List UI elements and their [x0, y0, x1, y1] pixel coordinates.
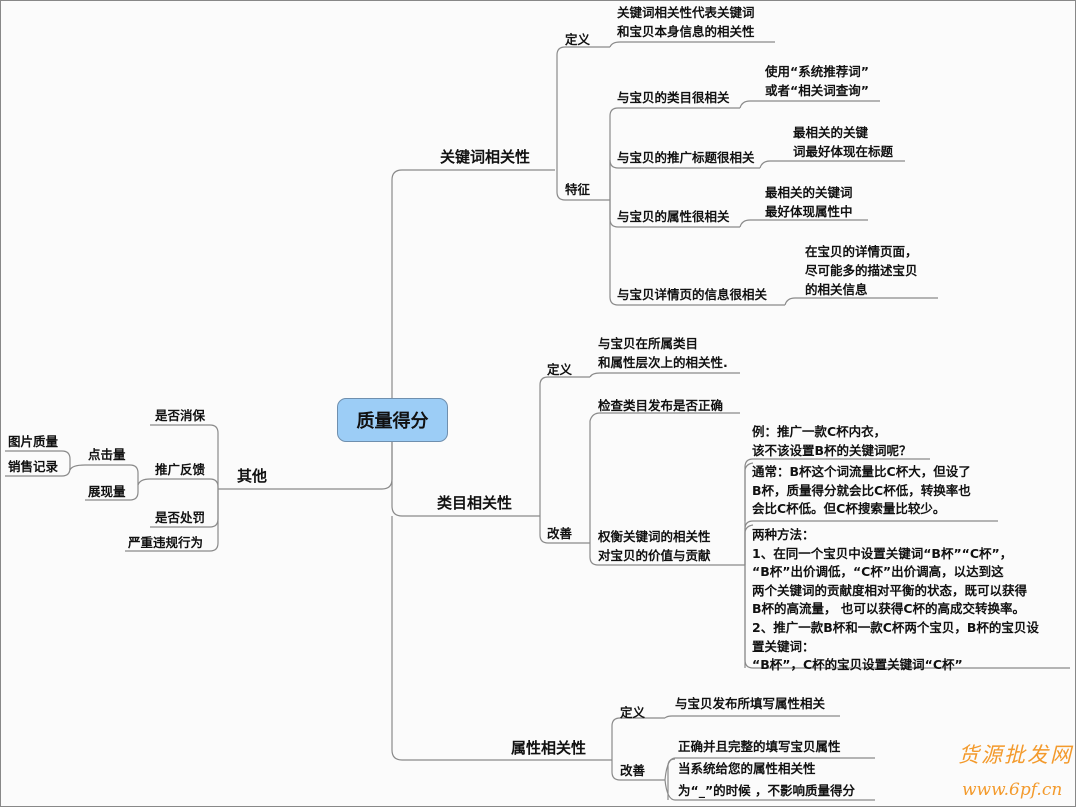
me-line: “B杯”，C杯的宝贝设置关键词“C杯”	[752, 657, 963, 673]
category-balance-1[interactable]: 权衡关键词的相关性	[598, 529, 711, 544]
keyword-relevance-node[interactable]: 关键词相关性	[440, 148, 531, 166]
connector	[744, 524, 754, 668]
category-improve-node[interactable]: 改善	[547, 526, 573, 541]
connector	[125, 489, 219, 552]
connector	[589, 543, 745, 566]
root-label: 质量得分	[356, 411, 429, 432]
connector	[150, 424, 219, 489]
note-3a: 最相关的关键词	[765, 185, 853, 200]
attribute-relevance-node[interactable]: 属性相关性	[511, 739, 587, 757]
connector	[589, 412, 740, 543]
connector	[85, 478, 151, 501]
keyword-def-text-2: 和宝贝本身信息的相关性	[617, 24, 755, 39]
connector	[391, 516, 612, 761]
note-4c: 的相关信息	[805, 282, 868, 297]
me-line: 1、在同一个宝贝中设置关键词“B杯”“C杯”，	[752, 545, 1013, 561]
connector	[391, 169, 555, 398]
feedback-impressions[interactable]: 展现量	[88, 484, 126, 499]
category-def-text-1: 与宝贝在所属类目	[598, 336, 699, 351]
connector	[744, 520, 998, 565]
keyword-def-node[interactable]: 定义	[565, 32, 591, 47]
connector	[5, 450, 71, 470]
note-2b: 词最好体现在标题	[793, 144, 894, 159]
attribute-improve-2b: 为“_”的时候 ，不影响质量得分	[678, 783, 856, 798]
ex-line: 该不该设置B杯的关键词呢？	[752, 442, 912, 458]
us-line: 通常：B杯这个词流量比C杯大，但设了	[752, 464, 971, 479]
ex-line: 例：推广一款C杯内衣，	[752, 424, 887, 439]
feature-detail[interactable]: 与宝贝详情页的信息很相关	[617, 287, 768, 302]
feature-title[interactable]: 与宝贝的推广标题很相关	[617, 150, 755, 165]
connector	[744, 458, 930, 565]
us-line: 会比C杯低。但C杯搜索量比较少。	[752, 501, 946, 517]
connector	[539, 376, 590, 516]
feature-attribute[interactable]: 与宝贝的属性很相关	[617, 209, 730, 224]
note-3b: 最好体现属性中	[765, 204, 853, 219]
connector	[218, 440, 393, 490]
attribute-def-node[interactable]: 定义	[620, 705, 646, 720]
connector	[784, 297, 938, 306]
connector	[744, 462, 754, 521]
other-node[interactable]: 其他	[237, 467, 268, 485]
me-line: 置关键词：	[752, 638, 815, 654]
me-line: B杯的高流量， 也可以获得C杯的高成交转换率。	[752, 601, 1026, 617]
connector	[85, 464, 139, 485]
keyword-feat-node[interactable]: 特征	[565, 182, 591, 197]
connector	[589, 372, 740, 378]
connector	[150, 478, 219, 489]
connector	[609, 107, 740, 200]
note-2a: 最相关的关键	[793, 125, 869, 140]
root-node[interactable]: 质量得分	[337, 398, 448, 442]
note-1b: 或者“相关词查询”	[765, 83, 869, 98]
connector	[609, 159, 760, 200]
note-4a: 在宝贝的详情页面，	[805, 244, 918, 259]
attribute-improve-node[interactable]: 改善	[620, 763, 646, 778]
feedback-clicks[interactable]: 点击量	[88, 447, 126, 462]
connector	[664, 715, 840, 719]
connector	[556, 170, 610, 201]
other-consumer-protection[interactable]: 是否消保	[155, 408, 206, 423]
connector	[739, 100, 880, 109]
category-balance-2[interactable]: 对宝贝的价值与贡献	[598, 548, 711, 563]
watermark-url: www.6pf.cn	[962, 780, 1063, 800]
category-check[interactable]: 检查类目发布是否正确	[598, 398, 724, 413]
me-line: 两个关键词的贡献度相对平衡的状态，既可以获得	[752, 582, 1028, 598]
connector	[539, 516, 590, 544]
attribute-def-text: 与宝贝发布所填写属性相关	[675, 696, 826, 711]
connector	[609, 41, 775, 48]
connector	[759, 160, 905, 169]
category-def-text-2: 和属性层次上的相关性.	[598, 355, 728, 370]
attribute-improve-2a: 当系统给您的属性相关性	[678, 761, 816, 776]
connector	[664, 779, 875, 801]
feature-category[interactable]: 与宝贝的类目很相关	[617, 90, 730, 105]
connector	[667, 758, 676, 800]
me-line: “B杯”出价调低，“C杯”出价调高，以达到这	[752, 564, 1004, 580]
me-line: 两种方法：	[752, 527, 815, 542]
click-image-quality[interactable]: 图片质量	[8, 434, 59, 449]
connector	[611, 760, 665, 781]
connector	[556, 46, 610, 170]
connector	[739, 219, 868, 228]
connector	[609, 200, 785, 306]
keyword-def-text-1: 关键词相关性代表关键词	[617, 5, 755, 20]
connector	[391, 440, 540, 517]
click-sales-record[interactable]: 销售记录	[8, 459, 59, 474]
watermark-name: 货源批发网	[958, 743, 1073, 767]
us-line: B杯，质量得分就会比C杯低，转换率也	[752, 482, 971, 498]
other-feedback[interactable]: 推广反馈	[155, 462, 206, 477]
category-relevance-node[interactable]: 类目相关性	[437, 494, 513, 512]
connector	[611, 717, 665, 760]
other-penalty[interactable]: 是否处罚	[155, 510, 206, 525]
category-def-node[interactable]: 定义	[547, 362, 573, 377]
other-violation[interactable]: 严重违规行为	[128, 535, 204, 550]
note-1a: 使用“系统推荐词”	[765, 64, 869, 79]
attribute-improve-1: 正确并且完整的填写宝贝属性	[678, 739, 841, 754]
me-line: 2、推广一款B杯和一款C杯两个宝贝，B杯的宝贝设	[752, 620, 1039, 635]
note-4b: 尽可能多的描述宝贝	[805, 263, 918, 278]
